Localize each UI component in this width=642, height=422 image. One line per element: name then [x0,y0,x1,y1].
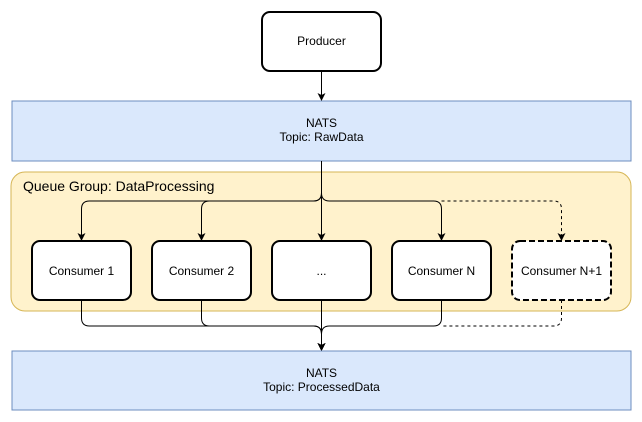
nats-processeddata-node [11,350,632,411]
edge-nats-to-consumer-n [321,161,446,241]
producer-label: Producer [297,34,346,48]
consumer-ellipsis-label: ... [316,264,326,278]
consumer-n-label: Consumer N [408,264,475,278]
nats-processeddata-title: NATS [306,366,337,380]
edge-consumer-n-plus-1-to-nats [441,300,562,327]
nats-processeddata-topic: Topic: ProcessedData [263,380,380,394]
edge-consumer-n-to-nats [317,300,442,351]
queue-group-label: Queue Group: DataProcessing [23,178,214,194]
nats-rawdata-topic: Topic: RawData [279,130,363,144]
nats-rawdata-title: NATS [306,116,337,130]
consumer-2-label: Consumer 2 [169,264,235,278]
consumer-1-label: Consumer 1 [49,264,115,278]
consumer-n-plus-1-label: Consumer N+1 [521,264,602,278]
